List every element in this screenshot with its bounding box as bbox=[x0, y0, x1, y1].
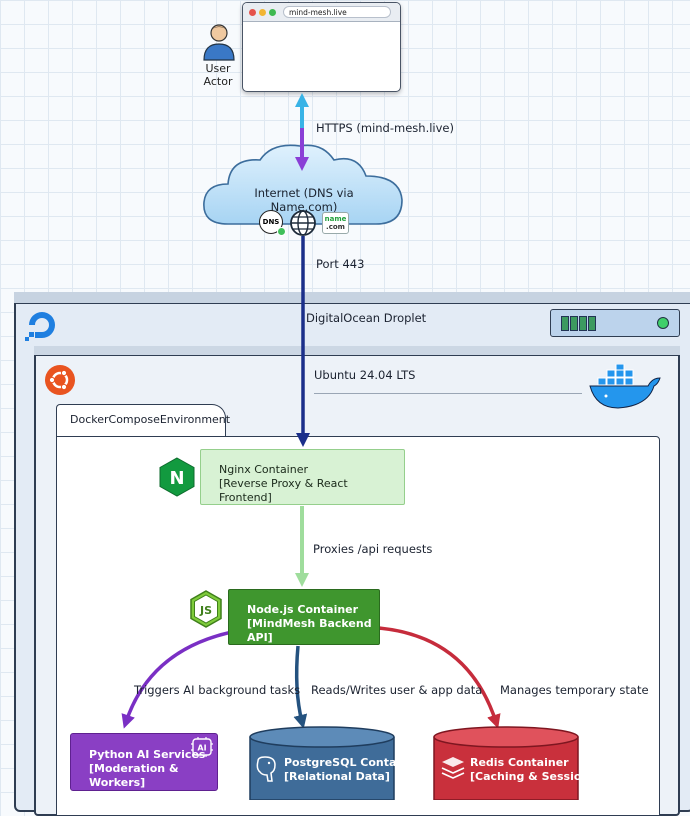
python-title: Python AI Services bbox=[89, 748, 206, 761]
browser-window: mind-mesh.live bbox=[242, 2, 401, 92]
nodejs-container: Node.js Container [MindMesh Backend API] bbox=[228, 589, 380, 645]
droplet-topbar bbox=[14, 292, 690, 304]
digitalocean-logo-icon bbox=[25, 312, 55, 341]
nodejs-logo-icon: JS bbox=[190, 590, 222, 628]
ubuntu-topbar bbox=[34, 346, 680, 356]
nodejs-title: Node.js Container bbox=[247, 603, 359, 616]
ubuntu-divider bbox=[314, 393, 582, 394]
maximize-dot-icon bbox=[269, 9, 276, 16]
nginx-logo-text: N bbox=[169, 468, 184, 489]
port-edge-label: Port 443 bbox=[316, 257, 365, 271]
ubuntu-label: Ubuntu 24.04 LTS bbox=[314, 368, 416, 382]
minimize-dot-icon bbox=[259, 9, 266, 16]
globe-icon bbox=[290, 210, 316, 236]
ai-chip-icon: AI bbox=[191, 737, 213, 757]
triggers-edge-label: Triggers AI background tasks bbox=[134, 683, 301, 697]
reads-writes-edge-label: Reads/Writes user & app data bbox=[311, 683, 483, 697]
actor-label-line1: User bbox=[205, 62, 231, 75]
postgresql-elephant-icon bbox=[256, 756, 276, 782]
redis-label: Redis Container [Caching & Sessions] bbox=[470, 756, 601, 784]
ubuntu-logo-icon bbox=[45, 365, 75, 395]
actor-label-line2: Actor bbox=[203, 75, 233, 88]
docker-whale-icon bbox=[589, 364, 661, 409]
browser-titlebar: mind-mesh.live bbox=[243, 3, 400, 22]
namecom-logo-line2: .com bbox=[326, 223, 345, 231]
nginx-container: Nginx Container [Reverse Proxy & React F… bbox=[200, 449, 405, 505]
postgresql-subtitle: [Relational Data] bbox=[284, 770, 390, 783]
nodejs-subtitle: [MindMesh Backend API] bbox=[247, 617, 372, 644]
address-bar: mind-mesh.live bbox=[283, 6, 391, 18]
https-edge-label: HTTPS (mind-mesh.live) bbox=[316, 121, 454, 135]
python-subtitle: [Moderation & Workers] bbox=[89, 762, 179, 789]
cloud-label: Internet (DNS via Name.com) bbox=[254, 186, 354, 214]
docker-compose-tab bbox=[56, 404, 226, 438]
close-dot-icon bbox=[249, 9, 256, 16]
server-rack-icon bbox=[550, 309, 680, 337]
ai-chip-text: AI bbox=[197, 744, 206, 753]
nginx-title: Nginx Container bbox=[219, 463, 308, 476]
nginx-logo-icon: N bbox=[159, 457, 195, 497]
postgresql-title: PostgreSQL Container bbox=[284, 756, 421, 769]
dns-status-dot-icon bbox=[277, 227, 286, 236]
droplet-label: DigitalOcean Droplet bbox=[306, 311, 427, 325]
redis-subtitle: [Caching & Sessions] bbox=[470, 770, 601, 783]
manages-edge-label: Manages temporary state bbox=[500, 683, 649, 697]
docker-compose-label: DockerComposeEnvironment bbox=[70, 413, 231, 426]
redis-logo-icon bbox=[441, 757, 465, 779]
user-actor-icon bbox=[203, 24, 235, 61]
redis-title: Redis Container bbox=[470, 756, 569, 769]
python-ai-container: Python AI Services [Moderation & Workers… bbox=[70, 733, 218, 791]
namecom-logo-line1: name bbox=[324, 215, 347, 223]
postgresql-cylinder bbox=[249, 726, 395, 800]
namecom-logo-icon: name .com bbox=[322, 212, 349, 234]
redis-cylinder bbox=[433, 726, 579, 800]
actor-label: User Actor bbox=[196, 62, 240, 88]
proxy-edge-label: Proxies /api requests bbox=[313, 542, 433, 556]
nginx-subtitle: [Reverse Proxy & React Frontend] bbox=[219, 477, 348, 504]
postgresql-label: PostgreSQL Container [Relational Data] bbox=[284, 756, 421, 784]
nodejs-logo-text: JS bbox=[199, 604, 212, 617]
